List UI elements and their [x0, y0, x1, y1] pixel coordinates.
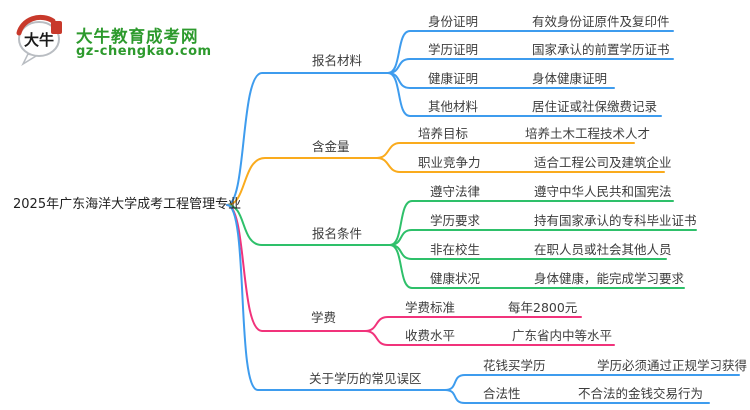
- branch-tuition-line: [226, 204, 366, 332]
- leaf-identity-value: 有效身份证原件及复印件: [532, 14, 670, 29]
- subtopic-health-cert: 健康证明: [428, 71, 479, 86]
- leaf-buy-diploma-value: 学历必须通过正规学习获得: [597, 358, 748, 373]
- row-health-line: [389, 244, 685, 289]
- site-logo: 大牛 大牛教育成考网 gz-chengkao.com: [12, 10, 312, 66]
- leaf-edu-req-value: 持有国家承认的专科毕业证书: [534, 213, 697, 228]
- branch-myths-label: 关于学历的常见误区: [309, 371, 422, 386]
- subtopic-nonstudent: 非在校生: [430, 242, 481, 257]
- row-legality-line: [444, 389, 710, 404]
- subtopic-other: 其他材料: [428, 99, 479, 114]
- branch-materials-line: [226, 72, 389, 206]
- root-topic: 2025年广东海洋大学成考工程管理专业: [13, 197, 242, 212]
- leaf-goal-value: 培养土木工程技术人才: [525, 126, 651, 141]
- branch-conditions-line: [226, 204, 391, 246]
- leaf-career-value: 适合工程公司及建筑企业: [534, 155, 672, 170]
- leaf-legality-value: 不合法的金钱交易行为: [578, 386, 704, 401]
- subtopic-buy-diploma: 花钱买学历: [483, 358, 546, 373]
- subtopic-diploma: 学历证明: [428, 42, 479, 57]
- branch-value-line: [226, 157, 378, 206]
- subtopic-career: 职业竞争力: [418, 155, 481, 170]
- logo-bubble-icon: 大牛: [16, 14, 62, 66]
- branch-tuition-label: 学费: [311, 310, 337, 325]
- subtopic-legality: 合法性: [483, 386, 521, 401]
- branch-conditions-label: 报名条件: [312, 226, 363, 241]
- subtopic-identity: 身份证明: [428, 14, 479, 29]
- row-career-line: [376, 157, 665, 173]
- leaf-fee-std-value: 每年2800元: [508, 300, 578, 315]
- leaf-diploma-value: 国家承认的前置学历证书: [532, 42, 670, 57]
- branch-materials-label: 报名材料: [312, 53, 363, 68]
- site-name: 大牛教育成考网: [76, 27, 199, 46]
- leaf-health-value: 身体健康，能完成学习要求: [534, 271, 685, 286]
- row-other-line: [387, 72, 662, 117]
- subtopic-health: 健康状况: [430, 271, 481, 286]
- row-fee-level-line: [364, 330, 615, 346]
- branch-value-label: 含金量: [312, 139, 350, 154]
- leaf-law-value: 遵守中华人民共和国宪法: [534, 184, 672, 199]
- branch-myths-line: [226, 204, 446, 391]
- site-domain: gz-chengkao.com: [76, 44, 212, 59]
- leaf-nonstudent-value: 在职人员或社会其他人员: [534, 242, 672, 257]
- leaf-other-value: 居住证或社保缴费记录: [532, 99, 658, 114]
- subtopic-fee-std: 学费标准: [405, 300, 456, 315]
- leaf-health-cert-value: 身体健康证明: [532, 71, 608, 86]
- logo-bubble-text: 大牛: [24, 31, 54, 49]
- subtopic-fee-level: 收费水平: [405, 328, 456, 343]
- subtopic-edu-req: 学历要求: [430, 213, 481, 228]
- subtopic-law: 遵守法律: [430, 184, 481, 199]
- leaf-fee-level-value: 广东省内中等水平: [512, 328, 613, 343]
- subtopic-goal: 培养目标: [418, 126, 469, 141]
